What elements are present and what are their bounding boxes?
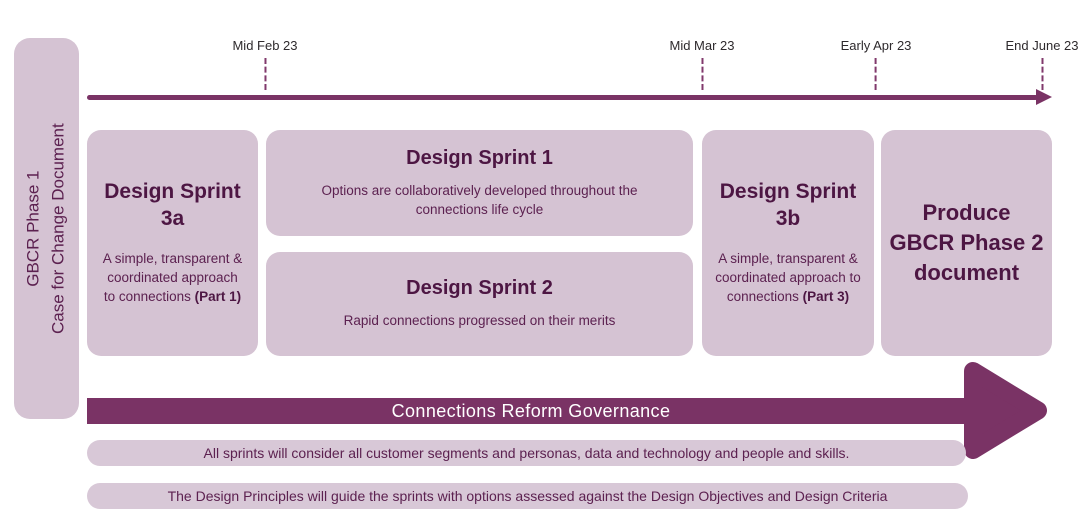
milestone-tick [1040, 58, 1043, 90]
sprint-3a-body-text: A simple, transparent & coordinated appr… [102, 250, 243, 304]
banner-design-principles: The Design Principles will guide the spr… [87, 483, 968, 509]
sprint-3b-body-part: (Part 3) [802, 288, 850, 304]
sprint-3b-body: A simple, transparent & coordinated appr… [715, 250, 861, 307]
milestone-tick [874, 58, 877, 90]
phase1-sidebar: GBCR Phase 1 Case for Change Document [14, 38, 79, 419]
governance-bar: Connections Reform Governance [87, 398, 975, 424]
timeline-axis [87, 95, 1038, 100]
sidebar-document-line: Case for Change Document [48, 123, 68, 334]
governance-label: Connections Reform Governance [391, 400, 671, 421]
banner-design-principles-text: The Design Principles will guide the spr… [167, 488, 888, 504]
sprint-3b-title: Design Sprint 3b [719, 180, 857, 230]
milestone-label: Mid Feb 23 [232, 38, 298, 53]
produce-phase2-card: Produce GBCR Phase 2 document [881, 130, 1052, 356]
milestone-label: End June 23 [1005, 38, 1079, 53]
milestone-label: Early Apr 23 [840, 38, 912, 53]
milestone-label: Mid Mar 23 [669, 38, 735, 53]
milestone-end-june: End June 23 [1005, 38, 1079, 90]
milestone-mid-feb: Mid Feb 23 [232, 38, 298, 90]
timeline-arrowhead-icon [1036, 89, 1052, 105]
banner-sprint-scope-text: All sprints will consider all customer s… [203, 445, 850, 461]
sprint-3a-title: Design Sprint 3a [104, 180, 241, 230]
sprint-2-body: Rapid connections progressed on their me… [343, 313, 616, 329]
sidebar-phase-line: GBCR Phase 1 [23, 170, 43, 287]
sprint-3a-body-part: (Part 1) [194, 288, 242, 304]
banner-sprint-scope: All sprints will consider all customer s… [87, 440, 966, 466]
sprint-3b-body-text: A simple, transparent & coordinated appr… [715, 250, 861, 304]
phase1-sidebar-text: GBCR Phase 1 Case for Change Document [22, 123, 71, 334]
milestone-mid-mar: Mid Mar 23 [669, 38, 735, 90]
sprint-3b-card: Design Sprint 3b A simple, transparent &… [702, 130, 874, 356]
produce-phase2-title: Produce GBCR Phase 2 document [889, 200, 1044, 285]
milestone-tick [701, 58, 703, 90]
milestone-tick [263, 58, 266, 90]
sprint-3a-card: Design Sprint 3a A simple, transparent &… [87, 130, 258, 356]
sprint-2-card: Design Sprint 2 Rapid connections progre… [266, 252, 693, 356]
sprint-1-card: Design Sprint 1 Options are collaborativ… [266, 130, 693, 236]
sprint-1-body: Options are collaboratively developed th… [321, 182, 638, 217]
sprint-2-title: Design Sprint 2 [406, 277, 553, 300]
milestone-early-apr: Early Apr 23 [840, 38, 912, 90]
governance-arrowhead-icon [964, 362, 1047, 459]
sprint-3a-body: A simple, transparent & coordinated appr… [100, 250, 245, 307]
sprint-1-title: Design Sprint 1 [406, 146, 553, 169]
